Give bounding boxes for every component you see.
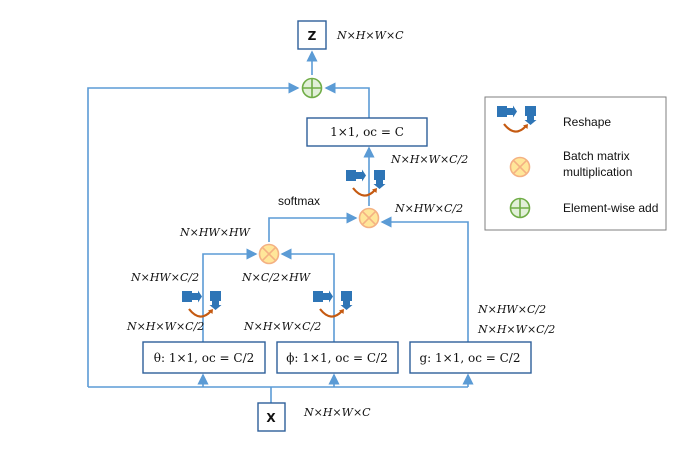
legend-reshape-label: Reshape bbox=[563, 115, 611, 129]
softmax-label: softmax bbox=[278, 194, 320, 208]
theta-dim-label: N×H×W×C/2 bbox=[126, 320, 204, 333]
node-x: X bbox=[257, 402, 286, 432]
theta-reshaped-dim-label: N×HW×C/2 bbox=[130, 271, 199, 284]
g-conv-label: g: 1×1, oc = C/2 bbox=[420, 351, 521, 365]
outconv-to-add bbox=[324, 82, 370, 118]
top-mult-dim-label: N×HW×C/2 bbox=[394, 202, 463, 215]
theta-to-mult1 bbox=[202, 248, 258, 342]
phi-reshaped-dim-label: N×C/2×HW bbox=[241, 271, 312, 284]
attention-dim-label: N×HW×HW bbox=[179, 226, 252, 239]
legend: Reshape Batch matrix multiplication Elem… bbox=[484, 96, 667, 231]
reshape-phi-icon bbox=[311, 289, 354, 318]
z-label: Z bbox=[308, 29, 317, 43]
phi-conv-box: ϕ: 1×1, oc = C/2 bbox=[276, 341, 399, 374]
legend-batch-matmul-label-2: multiplication bbox=[563, 165, 632, 179]
legend-batch-matmul-icon bbox=[509, 156, 531, 178]
node-z: Z bbox=[297, 20, 327, 50]
reshape-output-icon bbox=[344, 168, 387, 197]
phi-conv-label: ϕ: 1×1, oc = C/2 bbox=[286, 351, 387, 365]
g-conv-box: g: 1×1, oc = C/2 bbox=[409, 341, 532, 374]
legend-add-icon bbox=[509, 197, 531, 219]
legend-add-label: Element-wise add bbox=[563, 201, 658, 215]
g-reshaped-dim-label: N×HW×C/2 bbox=[477, 303, 546, 316]
g-dim-label: N×H×W×C/2 bbox=[477, 323, 555, 336]
theta-conv-box: θ: 1×1, oc = C/2 bbox=[142, 341, 266, 374]
elementwise-add-icon bbox=[301, 77, 323, 99]
x-label: X bbox=[266, 411, 276, 425]
phi-dim-label: N×H×W×C/2 bbox=[243, 320, 321, 333]
batch-matmul-top-icon bbox=[358, 207, 380, 229]
mult1-to-mult2 bbox=[268, 212, 358, 242]
g-to-mult2 bbox=[380, 216, 469, 342]
legend-batch-matmul-label-1: Batch matrix bbox=[563, 149, 630, 163]
z-dim-label: N×H×W×C bbox=[336, 29, 404, 42]
output-conv-box: 1×1, oc = C bbox=[306, 117, 428, 147]
x-dim-label: N×H×W×C bbox=[303, 406, 371, 419]
reshape-theta-icon bbox=[180, 289, 223, 318]
phi-to-mult1 bbox=[280, 248, 335, 342]
residual-line bbox=[87, 82, 300, 387]
batch-matmul-bottom-icon bbox=[258, 243, 280, 265]
output-reshape-dim-label: N×H×W×C/2 bbox=[390, 153, 468, 166]
output-conv-label: 1×1, oc = C bbox=[330, 125, 404, 139]
connectors bbox=[87, 50, 474, 403]
theta-conv-label: θ: 1×1, oc = C/2 bbox=[154, 351, 255, 365]
